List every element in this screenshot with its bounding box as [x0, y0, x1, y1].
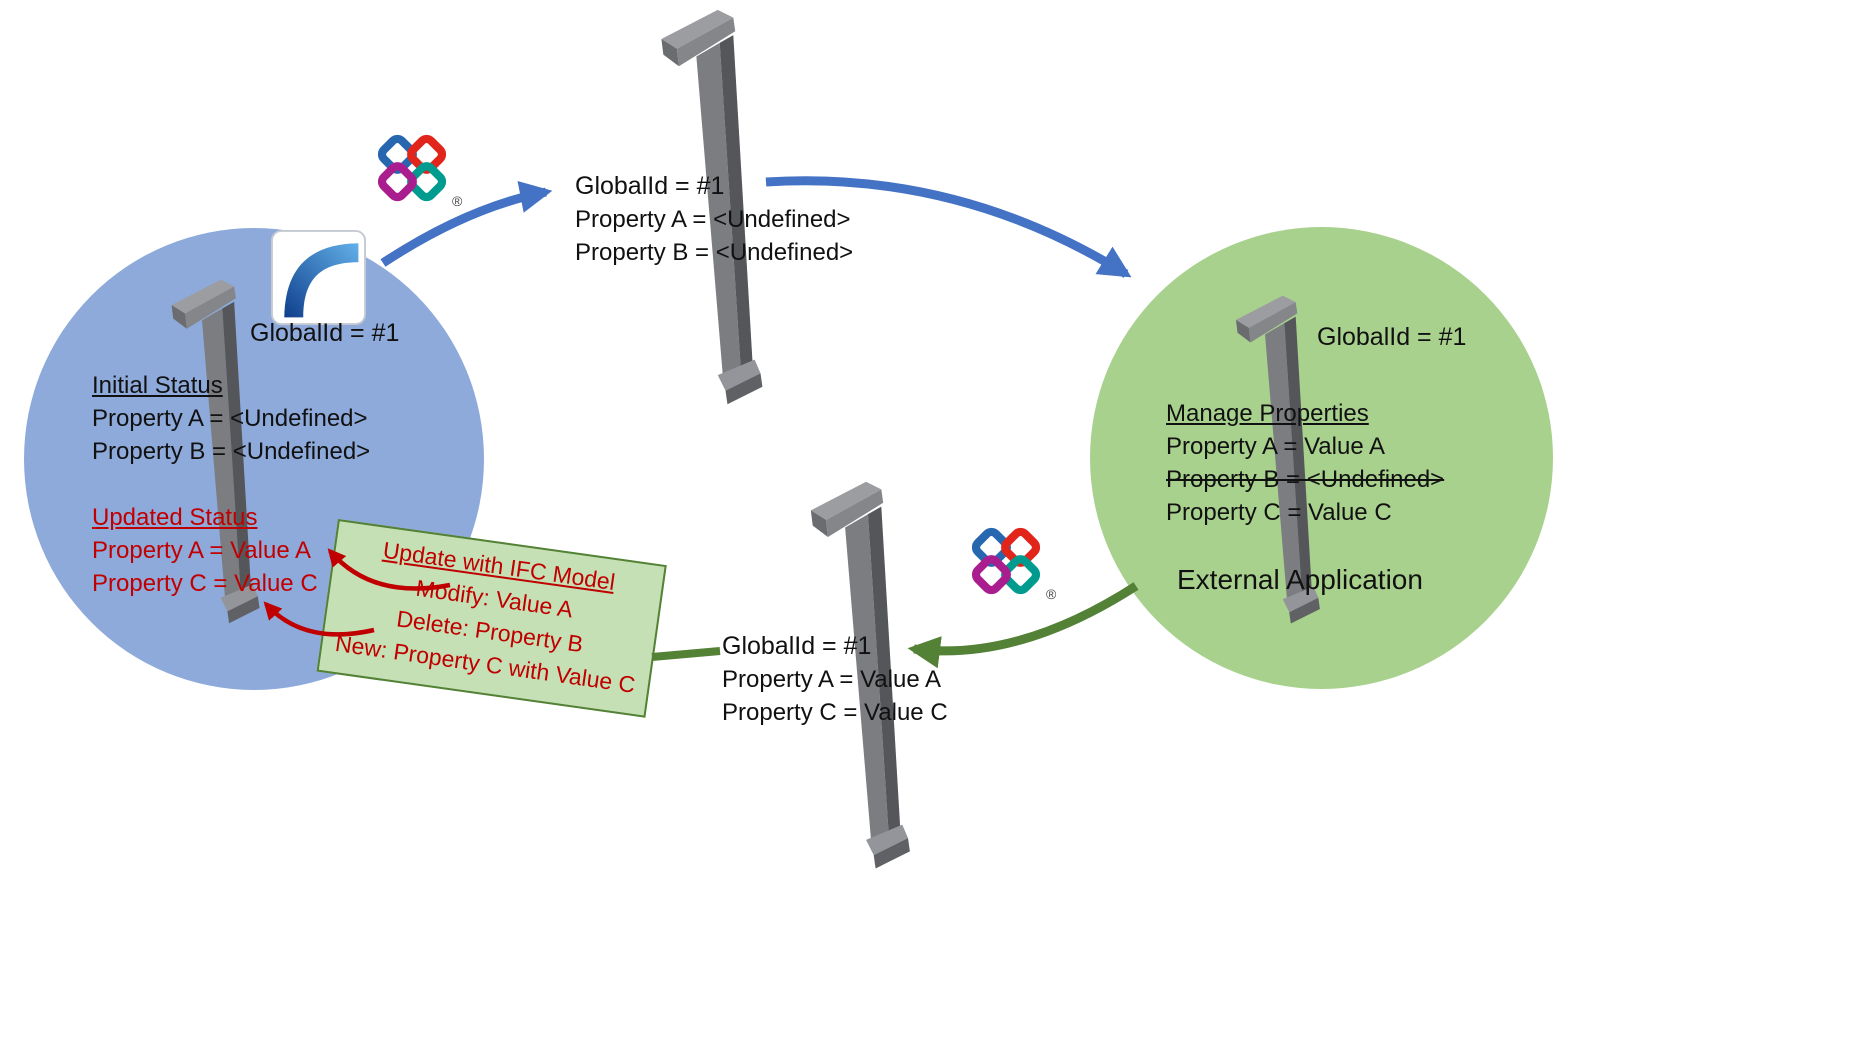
property-line-deleted: Property B = <Undefined>	[1166, 466, 1445, 493]
steel-beam-graphic	[661, 9, 763, 405]
manage-properties-heading: Manage Properties	[1166, 400, 1369, 427]
updated-status-heading: Updated Status	[92, 504, 258, 531]
archicad-logo-graphic	[271, 230, 366, 325]
property-line: Property B = <Undefined>	[92, 438, 371, 465]
property-line: Property C = Value C	[1166, 499, 1392, 526]
box-connector-line	[651, 647, 721, 661]
registered-mark: ®	[1046, 586, 1057, 602]
steel-beam-image	[1223, 263, 1328, 661]
global-id-label: GlobalId = #1	[250, 319, 400, 347]
ifc-logo-graphic	[971, 527, 1041, 595]
property-line: Property A = <Undefined>	[92, 405, 368, 432]
global-id-label: GlobalId = #1	[575, 172, 725, 200]
update-with-ifc-box: Update with IFC Model Modify: Value A De…	[316, 519, 667, 718]
ifc-logo-graphic	[377, 134, 447, 202]
ifc-logo	[366, 127, 458, 209]
property-line: Property C = Value C	[722, 699, 948, 726]
property-line: Property A = Value A	[92, 537, 312, 564]
global-id-label: GlobalId = #1	[1317, 323, 1467, 351]
registered-mark: ®	[452, 193, 463, 209]
external-application-circle	[1090, 227, 1553, 689]
initial-status-block: Initial Status Property A = <Undefined> …	[92, 369, 370, 468]
property-line: Property A = Value A	[722, 666, 942, 693]
property-line: Property B = <Undefined>	[575, 239, 854, 266]
steel-beam-graphic	[171, 279, 260, 624]
property-line: Property A = <Undefined>	[575, 206, 851, 233]
steel-beam-graphic	[810, 481, 910, 869]
steel-beam-image	[645, 6, 773, 414]
top-ifc-model-text: GlobalId = #1 Property A = <Undefined> P…	[575, 170, 853, 269]
bottom-ifc-model-text: GlobalId = #1 Property A = Value A Prope…	[722, 630, 948, 729]
property-line: Property C = Value C	[92, 570, 318, 597]
manage-properties-block: Manage Properties Property A = Value A P…	[1166, 397, 1444, 529]
steel-beam-graphic	[1235, 295, 1320, 624]
property-line: Property A = Value A	[1166, 433, 1386, 460]
global-id-label: GlobalId = #1	[722, 632, 872, 660]
updated-status-block: Updated Status Property A = Value A Prop…	[92, 501, 318, 600]
external-application-label: External Application	[1177, 564, 1423, 595]
ifc-logo	[960, 520, 1052, 602]
steel-beam-image	[795, 478, 920, 878]
steel-beam-image	[158, 253, 268, 655]
initial-status-heading: Initial Status	[92, 372, 223, 399]
archicad-logo-icon	[271, 230, 366, 325]
